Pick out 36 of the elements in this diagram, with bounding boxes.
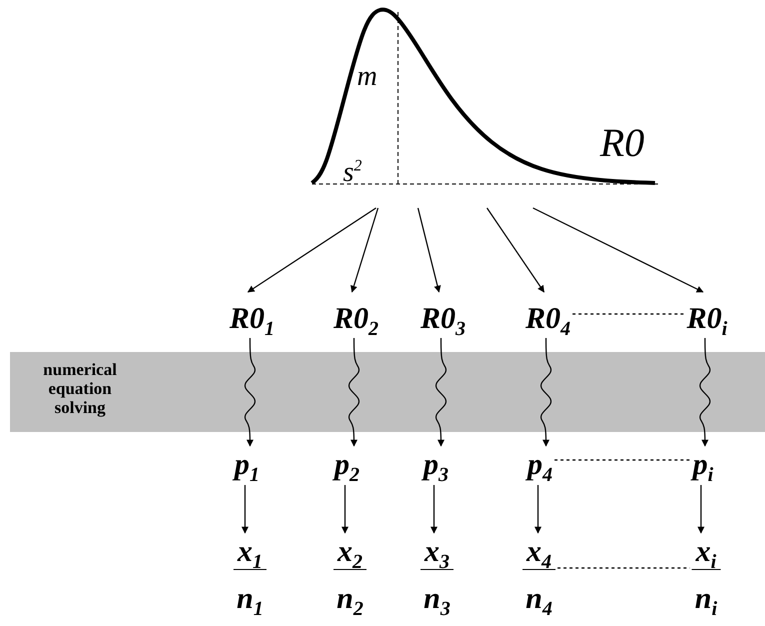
- variable-symbol: p$_{2}$: [334, 448, 360, 482]
- band-label: numerical equation solving: [42, 360, 118, 417]
- variable-symbol: p$_{3}$: [424, 448, 448, 482]
- fraction: x$_{1}$ n$_{1}$: [234, 535, 266, 616]
- curve-label: s$^{2}$: [343, 158, 362, 188]
- variable-symbol: R0$_{i}$: [686, 302, 728, 336]
- arrow: [417, 208, 441, 293]
- arrow: [699, 338, 711, 447]
- arrow: [532, 207, 704, 293]
- arrow: [698, 485, 704, 534]
- fraction: x$_{i}$ n$_{i}$: [692, 535, 720, 616]
- arrow: [348, 338, 360, 447]
- variable-symbol: p$_{1}$: [234, 448, 260, 482]
- variable-symbol: R0$_{3}$: [420, 302, 466, 336]
- curve-label: R0: [600, 128, 644, 158]
- dotted-connector: [572, 313, 685, 315]
- arrow: [534, 485, 542, 534]
- fraction: x$_{3}$ n$_{3}$: [420, 535, 454, 616]
- arrow: [247, 208, 376, 292]
- variable-symbol: p$_{4}$: [528, 448, 552, 482]
- arrow: [430, 485, 438, 534]
- arrow: [242, 485, 248, 534]
- arrow: [244, 338, 256, 447]
- dotted-connector: [554, 459, 691, 461]
- variable-symbol: R0$_{2}$: [334, 302, 378, 336]
- fraction: x$_{2}$ n$_{2}$: [334, 535, 366, 616]
- arrow: [342, 485, 348, 534]
- arrow: [486, 208, 544, 293]
- fraction: x$_{4}$ n$_{4}$: [522, 535, 556, 616]
- curve-label: m: [357, 62, 378, 92]
- arrow: [350, 208, 379, 293]
- variable-symbol: p$_{i}$: [692, 448, 714, 482]
- arrow: [435, 338, 447, 447]
- arrow: [540, 338, 552, 447]
- variable-symbol: R0$_{4}$: [526, 302, 570, 336]
- variable-symbol: R0$_{1}$: [230, 302, 274, 336]
